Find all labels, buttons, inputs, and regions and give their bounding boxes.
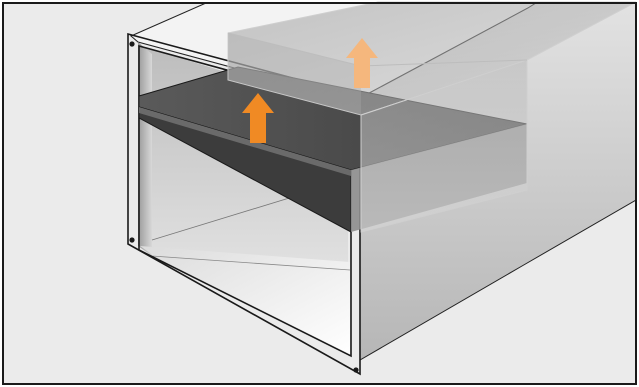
diagram-canvas xyxy=(0,0,639,387)
installation-diagram xyxy=(0,0,639,387)
